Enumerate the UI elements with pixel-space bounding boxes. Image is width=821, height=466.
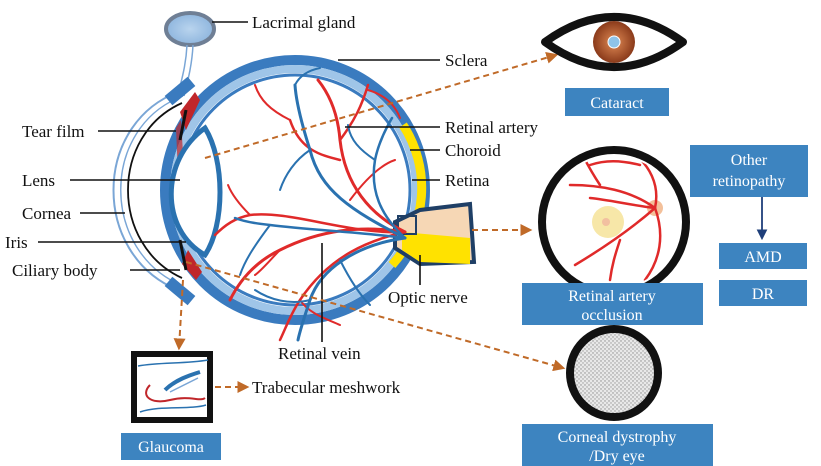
label-iris: Iris: [5, 233, 28, 252]
glaucoma-icon: [134, 354, 210, 420]
label-lacrimal-gland: Lacrimal gland: [252, 13, 356, 32]
corneal-dystrophy-icon: [570, 329, 658, 417]
label-sclera: Sclera: [445, 51, 488, 70]
label-optic-nerve: Optic nerve: [388, 288, 468, 307]
lacrimal-gland: [166, 13, 214, 45]
glaucoma-label: Glaucoma: [138, 439, 204, 456]
corneal-label-line1: Corneal dystrophy: [558, 429, 677, 446]
amd-label: AMD: [744, 249, 781, 266]
label-cornea: Cornea: [22, 204, 72, 223]
label-retina: Retina: [445, 171, 490, 190]
rao-label-line2: occlusion: [581, 307, 642, 324]
dr-label: DR: [752, 286, 775, 303]
label-retinal-artery: Retinal artery: [445, 118, 538, 137]
rao-label-line1: Retinal artery: [568, 288, 656, 305]
label-trabecular-meshwork: Trabecular meshwork: [252, 378, 401, 397]
label-tear-film: Tear film: [22, 122, 85, 141]
label-lens: Lens: [22, 171, 55, 190]
label-ciliary-body: Ciliary body: [12, 261, 98, 280]
retina-fundus-icon: [542, 150, 686, 294]
label-choroid: Choroid: [445, 141, 501, 160]
other-retinopathy-line1: Other: [731, 152, 768, 169]
other-retinopathy-line2: retinopathy: [713, 173, 786, 190]
label-retinal-vein: Retinal vein: [278, 344, 361, 363]
cataract-eye-icon: [545, 17, 683, 67]
corneal-label-line2: /Dry eye: [589, 448, 645, 465]
cataract-label: Cataract: [590, 95, 644, 112]
